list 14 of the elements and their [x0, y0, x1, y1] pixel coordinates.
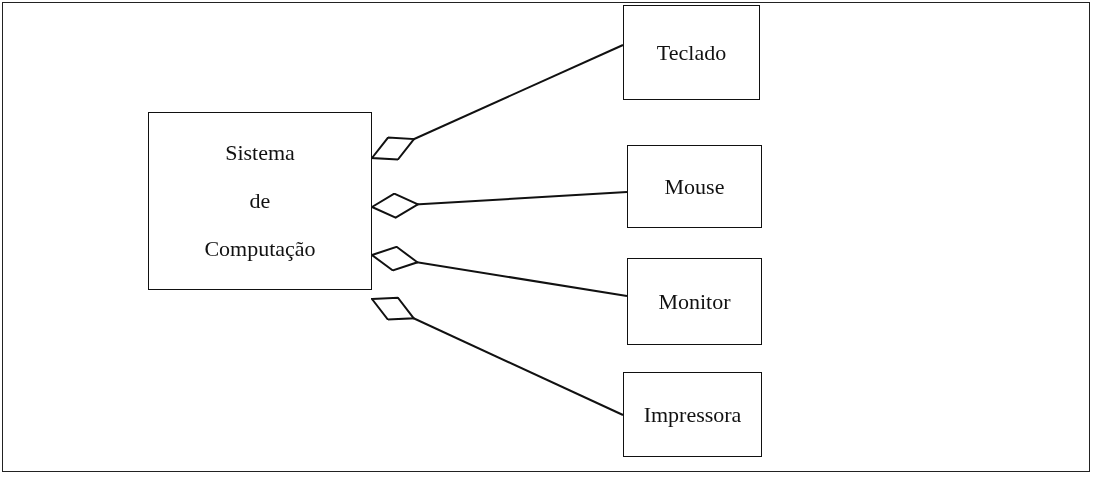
aggregation-line	[371, 245, 628, 297]
class-name: Teclado	[656, 39, 727, 66]
class-name: Impressora	[643, 401, 742, 428]
class-name: Monitor	[658, 288, 731, 315]
aggregation-line	[371, 191, 628, 219]
aggregation-line	[371, 296, 624, 416]
class-box	[623, 5, 760, 100]
class-name: Mouse	[664, 173, 725, 200]
class-name: Sistema de Computação	[203, 139, 317, 263]
aggregation-line	[371, 44, 624, 161]
class-box	[627, 145, 762, 228]
class-box	[148, 112, 372, 290]
class-box	[623, 372, 762, 457]
class-box	[627, 258, 762, 345]
